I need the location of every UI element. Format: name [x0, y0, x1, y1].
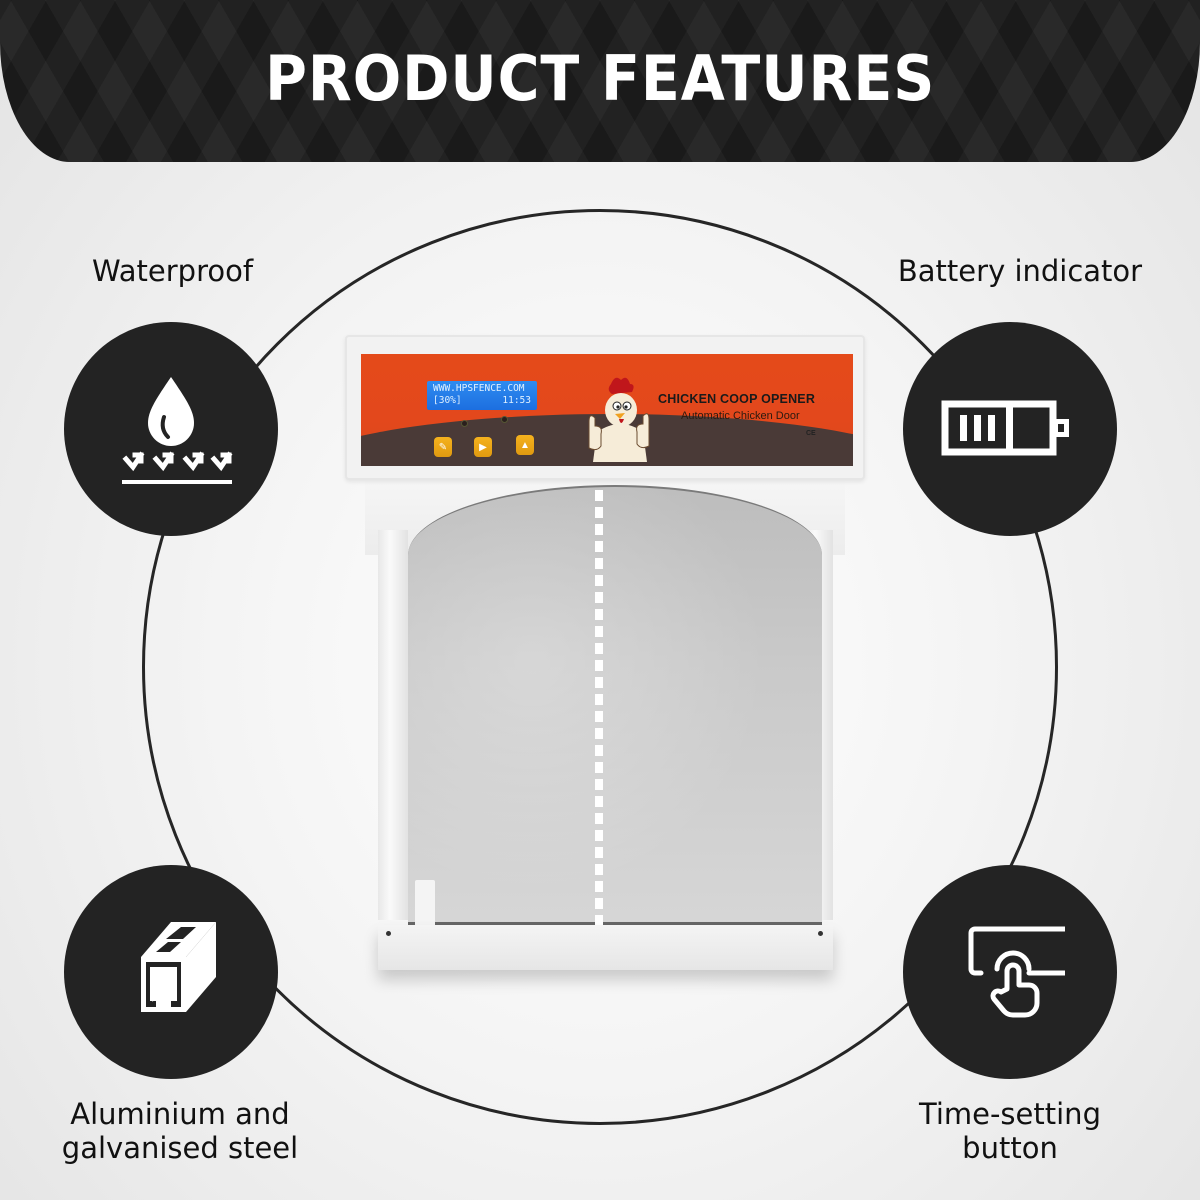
feature-label-material: Aluminium and galvanised steel [61, 1097, 299, 1165]
page-title: PRODUCT FEATURES [264, 41, 936, 115]
door-center-strip [595, 490, 603, 925]
door-frame-left [378, 530, 408, 920]
connector-ring [142, 209, 1058, 1125]
product-name: CHICKEN COOP OPENER [658, 392, 816, 406]
feature-battery [903, 322, 1117, 536]
set-button[interactable]: ✎ [434, 437, 452, 457]
lcd-time: 11:53 [502, 395, 531, 406]
header-banner: PRODUCT FEATURES [0, 0, 1200, 162]
feature-time-setting [903, 865, 1117, 1079]
feature-waterproof [64, 322, 278, 536]
lcd-display: WWW.HPSFENCE.COM [30%] 11:53 [427, 381, 537, 410]
status-led-2 [501, 416, 508, 423]
battery-icon [941, 400, 1069, 456]
control-panel: WWW.HPSFENCE.COM [30%] 11:53 ✎ ▶ ▲ [345, 335, 865, 480]
feature-label-time-setting: Time-setting button [919, 1097, 1101, 1165]
chicken-mascot-icon [588, 377, 650, 462]
door-sticker [415, 880, 435, 928]
up-button[interactable]: ▲ [516, 435, 534, 455]
lcd-battery: [30%] [433, 395, 462, 406]
feature-material [64, 865, 278, 1079]
status-led-1 [461, 420, 468, 427]
sliding-door [408, 485, 822, 925]
feature-label-waterproof: Waterproof [91, 254, 254, 288]
right-button[interactable]: ▶ [474, 437, 492, 457]
door-frame-bottom [378, 925, 833, 970]
product-image: WWW.HPSFENCE.COM [30%] 11:53 ✎ ▶ ▲ [345, 335, 865, 995]
lcd-url: WWW.HPSFENCE.COM [433, 383, 525, 394]
product-subtitle: Automatic Chicken Door [681, 410, 800, 422]
control-panel-face: WWW.HPSFENCE.COM [30%] 11:53 ✎ ▶ ▲ [361, 354, 853, 466]
water-drop-icon [122, 377, 233, 484]
ce-mark: CE [806, 430, 816, 437]
feature-label-battery: Battery indicator [897, 254, 1143, 288]
aluminium-profile-icon [141, 922, 216, 1012]
touch-button-icon [968, 926, 1065, 1018]
